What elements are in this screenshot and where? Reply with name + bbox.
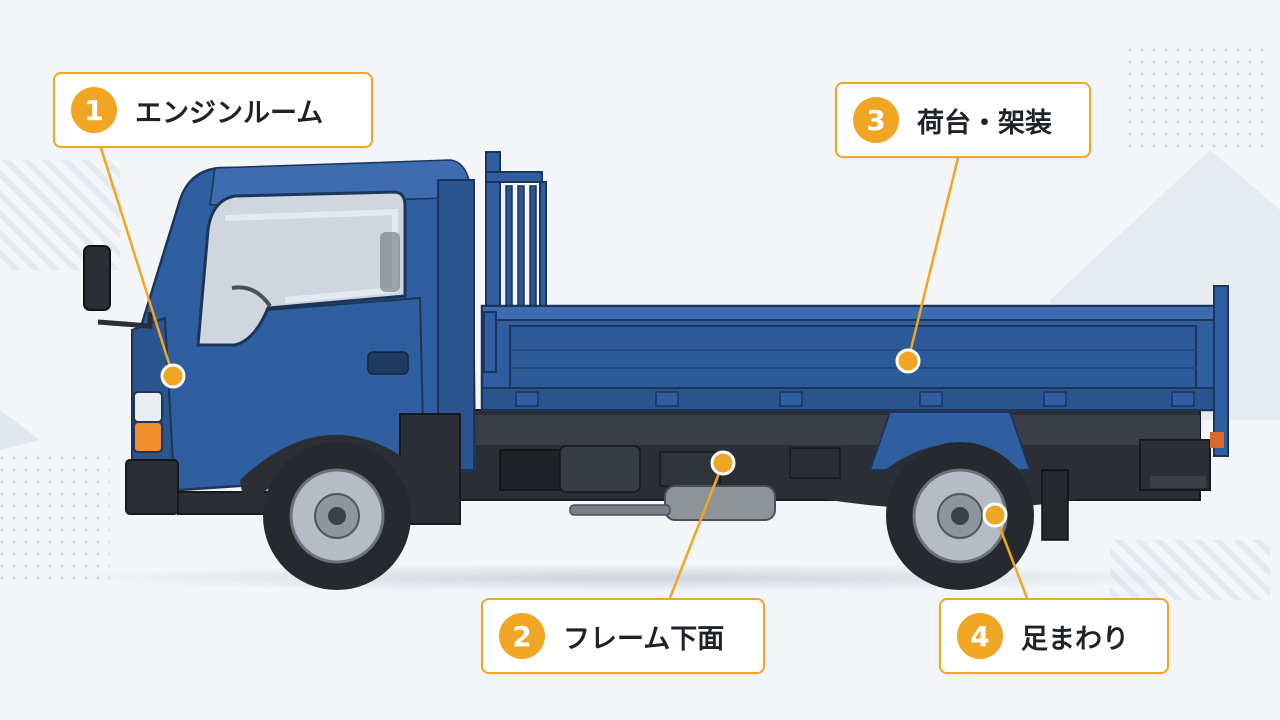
marker-1 — [160, 363, 186, 389]
callout-engine-room: 1 エンジンルーム — [53, 72, 373, 148]
callout-label: 荷台・架装 — [917, 107, 1052, 139]
callout-label: 足まわり — [1021, 623, 1129, 655]
callout-undercarriage: 4 足まわり — [939, 598, 1169, 674]
marker-2 — [710, 450, 736, 476]
cab — [125, 159, 477, 525]
front-wheel — [263, 442, 411, 590]
callout-markers — [160, 348, 1008, 528]
callout-frame-underside: 2 フレーム下面 — [481, 598, 765, 674]
callout-cargo-bed: 3 荷台・架装 — [835, 82, 1091, 158]
callout-label: フレーム下面 — [563, 623, 725, 655]
side-mirror — [83, 245, 153, 329]
truck — [83, 151, 1229, 590]
rear-wheel — [886, 442, 1034, 590]
callout-number: 4 — [957, 613, 1003, 659]
marker-4 — [982, 502, 1008, 528]
chassis-frame — [439, 409, 1211, 541]
cargo-bed — [480, 285, 1229, 471]
callout-label: エンジンルーム — [135, 97, 324, 129]
marker-3 — [895, 348, 921, 374]
callout-leaders — [99, 147, 1029, 599]
callout-number: 3 — [853, 97, 899, 143]
callout-number: 1 — [71, 87, 117, 133]
callout-number: 2 — [499, 613, 545, 659]
headboard — [485, 151, 547, 313]
